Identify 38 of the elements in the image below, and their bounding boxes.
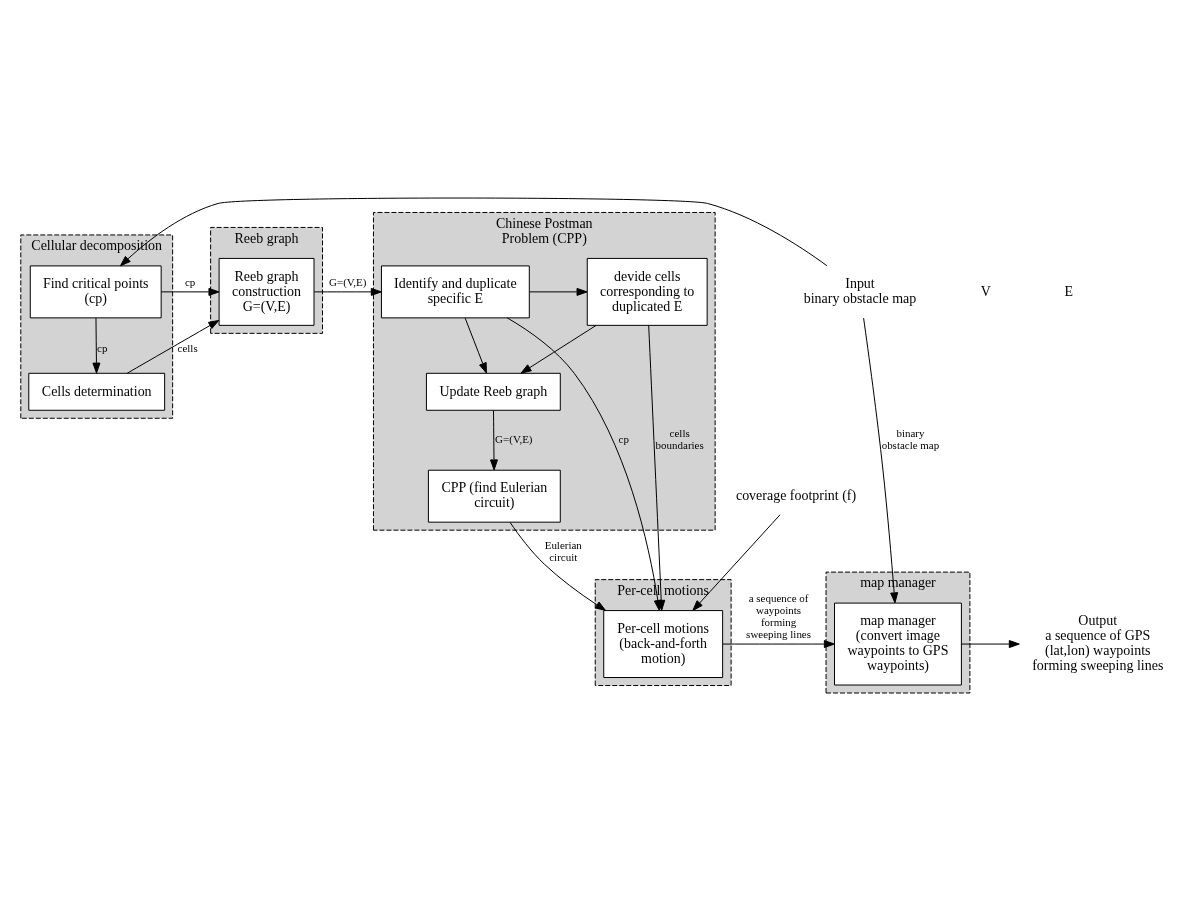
- node-box: Reeb graph construction G=(V,E): [218, 257, 315, 326]
- label: V: [980, 283, 991, 299]
- node-box: CPP (find Eulerian circuit): [427, 469, 561, 523]
- edge-label: G=(V,E): [495, 432, 533, 445]
- arrow: [92, 317, 101, 374]
- arrow: [313, 287, 382, 296]
- node-box: Identify and duplicate specific E: [380, 264, 530, 318]
- edge-label: cells boundaries: [655, 426, 704, 451]
- node-box: devide cells corresponding to duplicated E: [586, 257, 708, 326]
- edge-label: cells: [177, 341, 198, 354]
- arrow: [692, 513, 781, 611]
- arrow: [520, 324, 597, 374]
- arrow: [464, 317, 487, 374]
- node-box: Cells determination: [28, 372, 166, 411]
- arrow: [160, 287, 220, 296]
- arrow: [490, 409, 498, 470]
- arrow: [126, 319, 220, 374]
- edge-label: cp: [184, 275, 196, 288]
- edge-label: cp: [618, 432, 629, 445]
- node-box: Find critical points (cp): [29, 264, 162, 318]
- node-box: Update Reeb graph: [425, 372, 561, 411]
- arrow: [961, 639, 1020, 648]
- edge-label: G=(V,E): [329, 275, 367, 288]
- label: E: [1064, 283, 1074, 299]
- arrow: [120, 197, 828, 266]
- node-box: map manager (convert image waypoints to GPS waypoints): [834, 602, 962, 685]
- arrow: [722, 639, 835, 648]
- node-text: coverage footprint (f): [735, 487, 857, 503]
- node-text: Input binary obstacle map: [803, 275, 917, 306]
- edge-label: cp: [97, 341, 108, 354]
- arrow: [863, 317, 899, 603]
- edge-label: Eulerian circuit: [544, 538, 582, 563]
- node-box: Per-cell motions (back-and-forth motion): [603, 609, 724, 678]
- arrow: [529, 287, 588, 296]
- node-text: Output a sequence of GPS (lat,lon) waypoints forming sweeping lines: [1032, 612, 1164, 673]
- edge-label: binary obstacle map: [881, 426, 940, 451]
- edge-label: a sequence of waypoints forming sweeping lines: [746, 591, 812, 640]
- arrow: [509, 521, 606, 611]
